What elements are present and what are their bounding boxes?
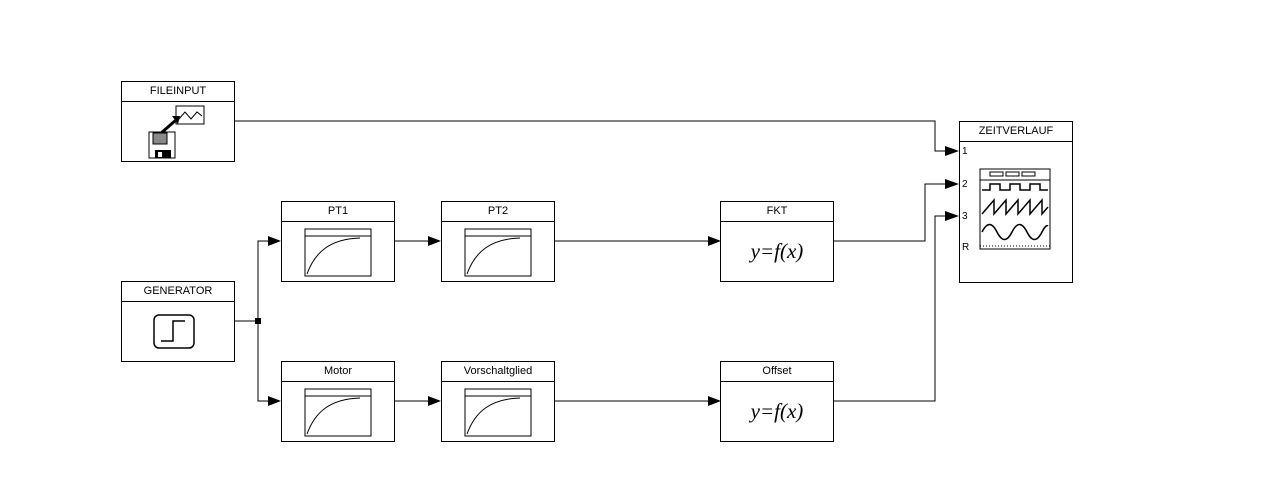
fkt-block[interactable]: FKT y=f(x) <box>720 201 834 282</box>
arrowhead-fkt <box>708 236 721 246</box>
port-label-1: 1 <box>962 146 968 157</box>
port-label-r: R <box>962 242 970 253</box>
file-input-icon <box>122 102 234 161</box>
block-title: Motor <box>282 362 394 382</box>
arrowhead-zeitverlauf-1 <box>945 146 959 156</box>
wire-fkt-to-zeitverlauf-2 <box>834 183 951 242</box>
oscilloscope-icon <box>960 142 1072 282</box>
block-title: Vorschaltglied <box>442 362 554 382</box>
step-response-icon <box>442 382 554 441</box>
fileinput-block[interactable]: FILEINPUT <box>121 81 235 162</box>
step-response-icon <box>282 222 394 281</box>
wire-generator-to-pt1 <box>257 240 274 321</box>
junction-dot <box>255 318 261 324</box>
block-title: FILEINPUT <box>122 82 234 102</box>
wire-generator-to-motor <box>257 321 274 402</box>
block-title: FKT <box>721 202 833 222</box>
vorschaltglied-block[interactable]: Vorschaltglied <box>441 361 555 442</box>
port-label-2: 2 <box>962 179 968 190</box>
arrowhead-pt2 <box>428 236 441 246</box>
wire-fileinput-to-zeitverlauf-1 <box>235 120 951 152</box>
port-label-3: 3 <box>962 211 968 222</box>
arrowhead-vorschaltglied <box>428 396 441 406</box>
motor-block[interactable]: Motor <box>281 361 395 442</box>
block-title: Offset <box>721 362 833 382</box>
block-title: PT2 <box>442 202 554 222</box>
arrowhead-zeitverlauf-3 <box>945 211 959 221</box>
block-title: ZEITVERLAUF <box>960 122 1072 142</box>
function-label: y=f(x) <box>750 239 804 263</box>
step-response-icon <box>282 382 394 441</box>
pt1-block[interactable]: PT1 <box>281 201 395 282</box>
function-label: y=f(x) <box>750 399 804 423</box>
arrowhead-pt1 <box>268 236 281 246</box>
pt2-block[interactable]: PT2 <box>441 201 555 282</box>
step-signal-icon <box>122 302 234 361</box>
block-title: PT1 <box>282 202 394 222</box>
offset-block[interactable]: Offset y=f(x) <box>720 361 834 442</box>
block-title: GENERATOR <box>122 282 234 302</box>
arrowhead-motor <box>268 396 281 406</box>
step-response-icon <box>442 222 554 281</box>
generator-block[interactable]: GENERATOR <box>121 281 235 362</box>
zeitverlauf-block[interactable]: ZEITVERLAUF 1 2 <box>959 121 1073 283</box>
arrowhead-zeitverlauf-2 <box>945 179 959 189</box>
arrowhead-offset <box>708 396 721 406</box>
wire-offset-to-zeitverlauf-3 <box>834 215 951 402</box>
